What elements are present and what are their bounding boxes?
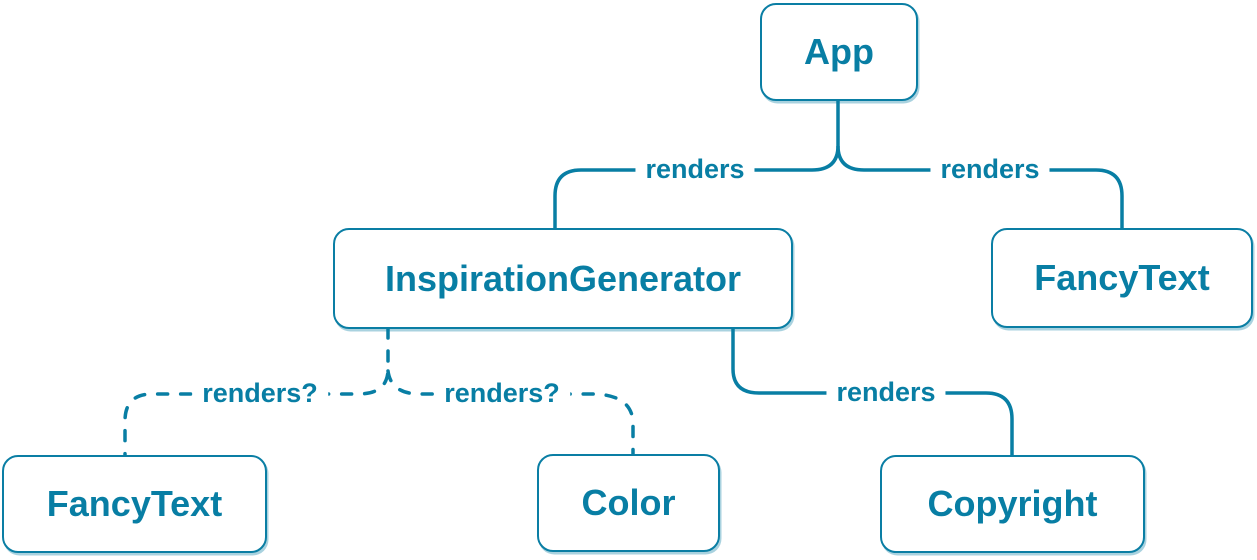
node-fancy-text-bottom: FancyText [2, 455, 267, 553]
node-inspiration-generator-label: InspirationGenerator [384, 257, 742, 299]
node-color: Color [537, 454, 720, 552]
node-color-label: Color [581, 482, 676, 523]
edge-inspiration-generator-color [386, 369, 635, 456]
node-copyright-label: Copyright [927, 483, 1098, 524]
edge-label-app-inspiration-generator: renders [635, 153, 755, 187]
node-fancy-text-top: FancyText [991, 228, 1253, 328]
node-fancy-text-bottom-label: FancyText [46, 483, 223, 524]
edge-label-inspiration-generator-copyright: renders [826, 376, 946, 410]
edge-label-inspiration-generator-fancy-text-bottom: renders? [192, 377, 328, 411]
node-app-label: App [804, 31, 874, 72]
node-app: App [760, 3, 918, 101]
edge-label-app-fancy-text-top: renders [930, 153, 1050, 187]
node-copyright: Copyright [880, 455, 1145, 553]
edge-app-fancy-text-top [836, 145, 1124, 229]
node-inspiration-generator: InspirationGenerator [333, 228, 793, 329]
node-fancy-text-top-label: FancyText [1034, 257, 1210, 298]
edge-label-inspiration-generator-color: renders? [434, 377, 570, 411]
